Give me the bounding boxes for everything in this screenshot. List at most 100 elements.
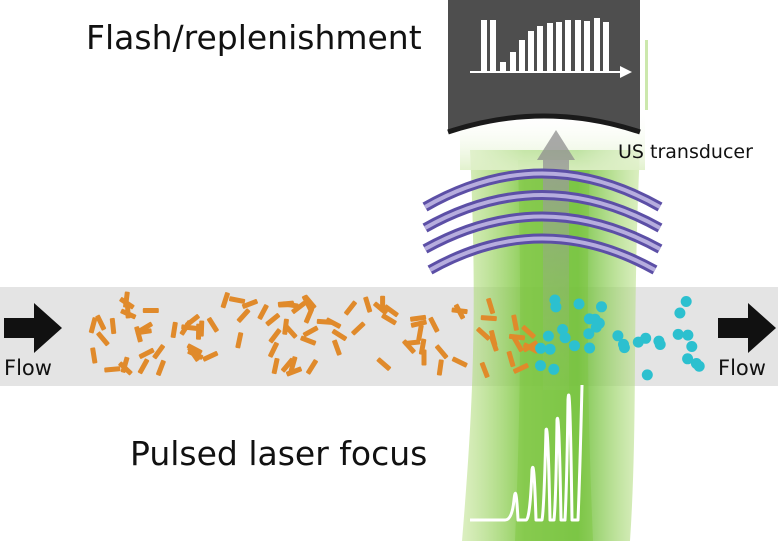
rod-particle xyxy=(511,314,519,331)
histogram-icon xyxy=(481,18,609,72)
dot-particle xyxy=(674,307,686,319)
rod-particle xyxy=(421,349,427,366)
rod-particle xyxy=(521,325,536,339)
rod-particle xyxy=(186,343,203,355)
rod-particle xyxy=(302,325,319,338)
rod-particle xyxy=(241,298,258,309)
rod-particle xyxy=(138,347,155,359)
rod-particle xyxy=(453,303,466,320)
rod-particle xyxy=(137,321,153,334)
flow-right-label: Flow xyxy=(718,356,766,380)
rod-particle xyxy=(512,363,529,374)
rod-particle xyxy=(181,324,198,331)
rod-particle xyxy=(170,321,178,339)
laser-thin-line xyxy=(645,40,648,110)
rod-particle xyxy=(271,357,280,375)
dot-particle xyxy=(680,296,692,307)
dot-particle xyxy=(544,343,556,355)
dot-particle xyxy=(548,363,560,375)
rod-particle xyxy=(109,317,117,335)
dot-particle xyxy=(535,360,546,372)
dot-particle xyxy=(682,353,694,365)
dot-particle xyxy=(641,369,653,381)
rod-particle xyxy=(306,359,318,375)
rod-particle xyxy=(332,339,342,356)
dot-particle xyxy=(550,301,562,313)
rod-particle xyxy=(134,326,143,343)
dot-particle xyxy=(542,330,554,342)
rod-particle xyxy=(268,341,279,358)
rod-particle xyxy=(303,307,315,324)
rod-particle xyxy=(277,300,295,307)
rod-particle xyxy=(480,315,497,322)
rod-particle xyxy=(118,361,133,376)
dot-particle xyxy=(640,332,652,344)
rod-particle xyxy=(436,359,444,376)
rod-particle xyxy=(288,356,298,373)
rod-particle xyxy=(185,314,200,327)
rod-particle xyxy=(409,314,427,322)
rod-particle xyxy=(152,344,166,360)
rod-particles xyxy=(88,291,539,379)
dot-particle xyxy=(654,339,666,350)
rod-particle xyxy=(120,308,137,320)
dot-particle xyxy=(535,342,547,354)
rod-particle xyxy=(220,292,230,309)
rod-particle xyxy=(96,331,110,347)
rod-particle xyxy=(187,346,200,362)
rod-particle xyxy=(522,342,539,354)
rod-particle xyxy=(228,296,246,304)
dot-particle xyxy=(559,332,571,344)
rod-particle xyxy=(316,318,333,325)
dot-particle xyxy=(682,329,694,341)
rod-particle xyxy=(404,339,421,346)
rod-particle xyxy=(512,336,524,353)
rod-particle xyxy=(268,328,282,344)
rod-particle xyxy=(476,327,491,341)
dot-particles xyxy=(535,294,705,381)
rod-particle xyxy=(301,294,313,311)
rod-particle xyxy=(451,356,468,368)
rod-particle xyxy=(383,304,399,318)
rod-particle xyxy=(434,344,449,360)
rod-particle xyxy=(137,358,150,375)
rod-particle xyxy=(95,314,107,331)
rod-particle xyxy=(236,308,251,323)
transducer-icon xyxy=(447,0,641,135)
rod-particle xyxy=(428,316,440,333)
us-transducer-label: US transducer xyxy=(618,141,753,163)
dot-particle xyxy=(672,328,684,340)
dot-particle xyxy=(583,328,595,340)
rod-particle xyxy=(300,335,317,346)
dot-particle xyxy=(569,340,580,352)
rod-particle xyxy=(198,320,205,337)
dot-particle xyxy=(583,313,595,325)
rod-particle xyxy=(416,324,424,341)
rod-particle xyxy=(381,313,397,326)
rod-particle xyxy=(265,313,281,327)
dot-particle xyxy=(618,338,629,350)
rod-particle xyxy=(285,366,303,377)
rod-particle xyxy=(373,301,388,315)
flow-arrow-icon xyxy=(4,303,62,353)
dot-particle xyxy=(593,317,605,329)
rod-particle xyxy=(280,357,295,373)
pulse-signal-icon xyxy=(470,384,584,522)
rod-particle xyxy=(142,308,159,313)
rod-particle xyxy=(489,335,499,352)
rod-particle xyxy=(282,318,289,335)
rod-particle xyxy=(351,321,366,336)
rod-particle xyxy=(235,332,244,349)
rod-particle xyxy=(90,347,98,364)
rod-particle xyxy=(486,297,496,315)
rod-particle xyxy=(331,329,348,341)
rod-particle xyxy=(206,317,219,333)
laser-label: Pulsed laser focus xyxy=(130,434,427,473)
rod-particle xyxy=(291,301,307,314)
rod-particle xyxy=(376,357,392,371)
rod-particle xyxy=(506,350,516,368)
dot-particle xyxy=(573,298,585,310)
rod-particle xyxy=(104,366,121,373)
rod-particle xyxy=(88,317,98,334)
